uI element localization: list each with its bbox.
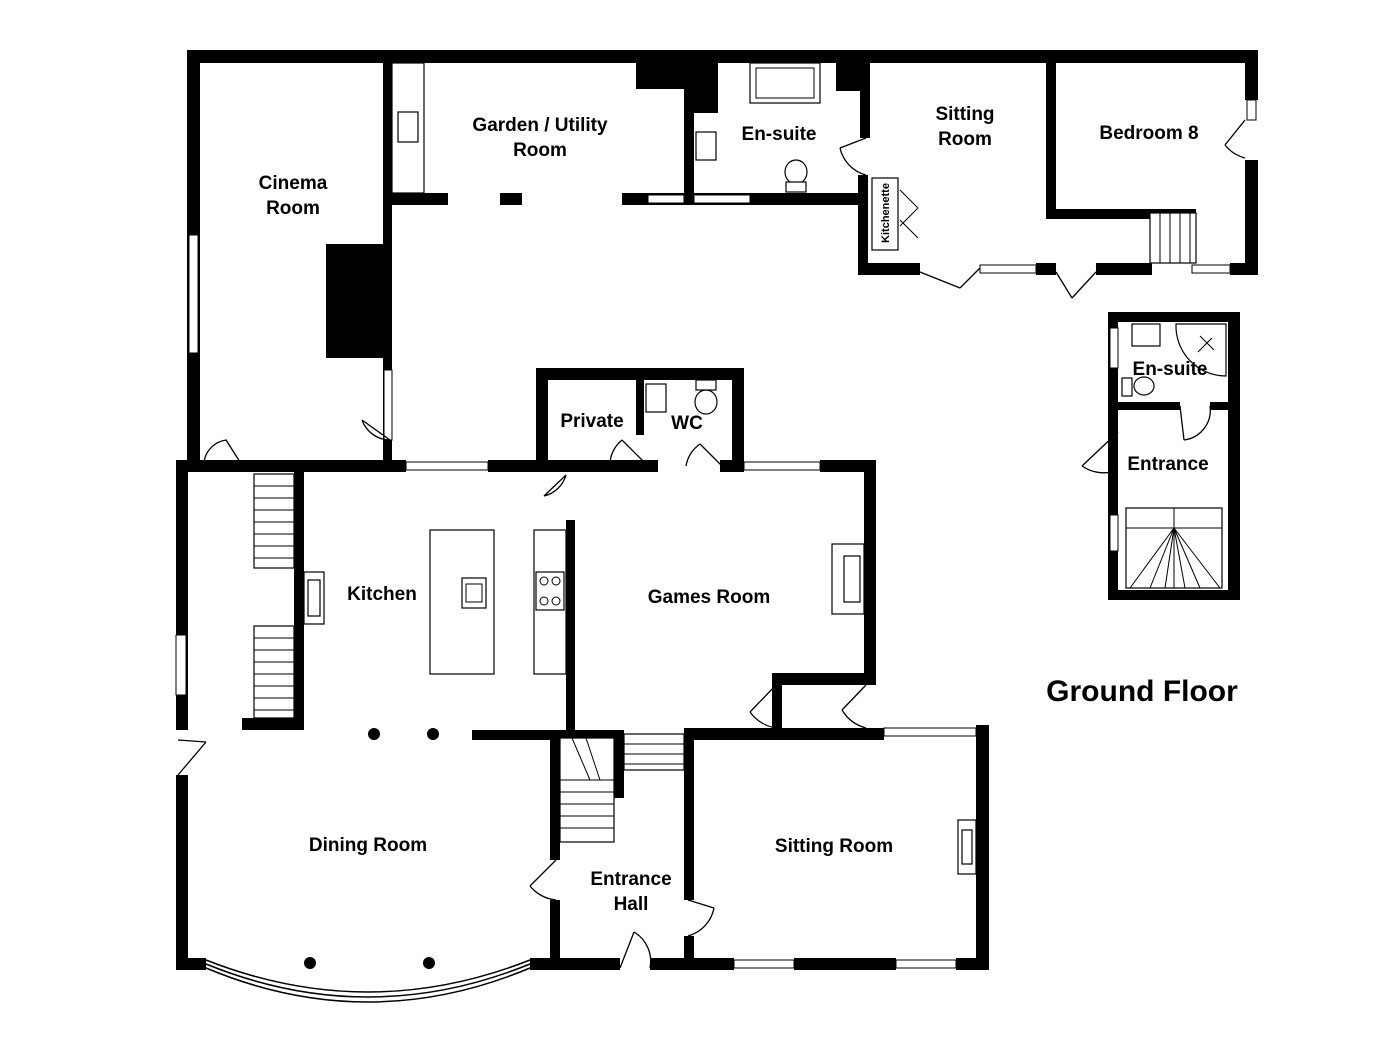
label-private: Private bbox=[560, 411, 623, 432]
label-entrance-hall-2: Hall bbox=[614, 894, 649, 915]
label-games-room: Games Room bbox=[648, 587, 770, 608]
label-dining-room: Dining Room bbox=[309, 835, 427, 856]
label-entrance-hall-1: Entrance bbox=[590, 869, 671, 890]
label-sitting-top-2: Room bbox=[938, 129, 992, 150]
label-garden-utility-2: Room bbox=[513, 140, 567, 161]
label-entrance-annex: Entrance bbox=[1127, 454, 1208, 475]
label-ensuite-annex: En-suite bbox=[1133, 359, 1208, 380]
windows bbox=[175, 99, 1257, 969]
label-sitting-room: Sitting Room bbox=[775, 836, 893, 857]
doors bbox=[177, 119, 1246, 969]
label-ensuite-top: En-suite bbox=[742, 124, 817, 145]
floor-title: Ground Floor bbox=[1046, 675, 1238, 708]
label-sitting-top-1: Sitting bbox=[935, 104, 994, 125]
label-cinema-room-1: Cinema bbox=[259, 173, 328, 194]
fixtures bbox=[205, 62, 1227, 1003]
label-kitchen: Kitchen bbox=[347, 584, 417, 605]
label-cinema-room-2: Room bbox=[266, 198, 320, 219]
label-garden-utility-1: Garden / Utility bbox=[472, 115, 608, 136]
label-bedroom-8: Bedroom 8 bbox=[1099, 123, 1198, 144]
room-labels: Cinema Room Garden / Utility Room En-sui… bbox=[259, 104, 1209, 915]
walls bbox=[176, 50, 1258, 970]
label-wc: WC bbox=[671, 413, 703, 434]
label-kitchenette: Kitchenette bbox=[880, 183, 892, 243]
